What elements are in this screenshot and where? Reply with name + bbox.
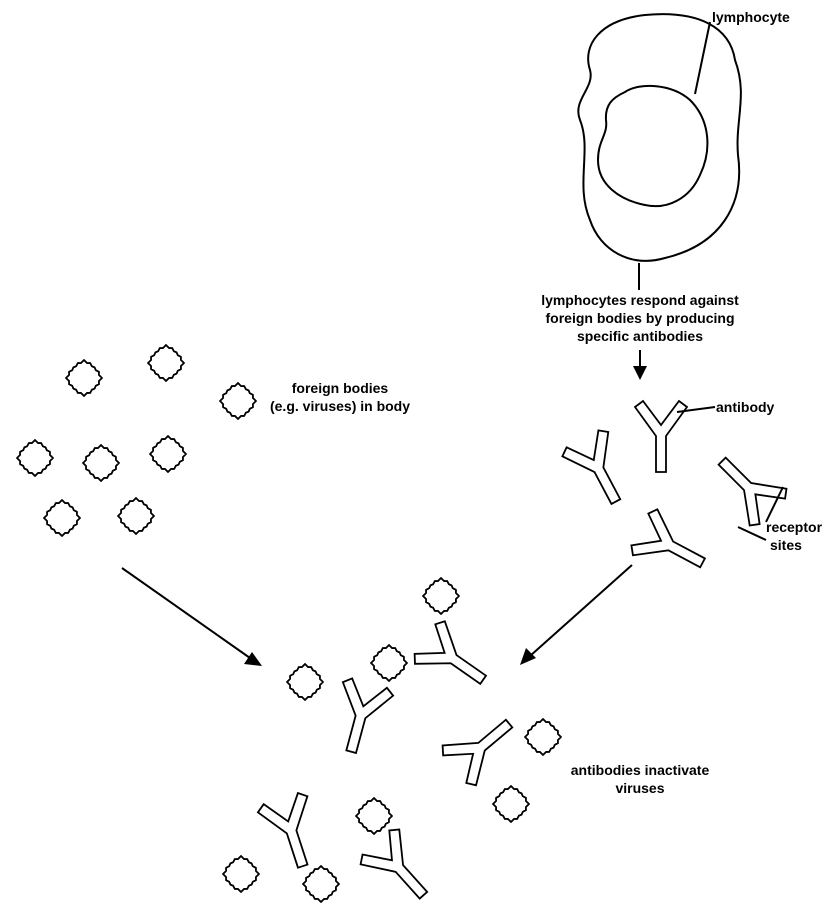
virus [149,435,187,473]
antibody-virus-complex [286,663,396,760]
antibody-virus-complex [222,789,340,903]
antibody [626,505,716,587]
receptor-pointer-line [765,486,784,523]
bound-virus [370,644,408,682]
bound-antibody [255,789,329,876]
antibody-label: antibody [716,399,775,415]
viruses-to-complex-arrow [121,567,262,666]
bound-antibody [409,616,499,702]
inactivate-label-line-1: antibodies inactivate [571,762,710,778]
virus [219,382,257,420]
lymphocyte-label: lymphocyte [712,9,790,25]
lymphocyte-pointer-line [694,21,711,95]
free-viruses-group [16,344,257,537]
bound-antibody [355,824,444,909]
response-line-2: foreign bodies by producing [546,310,735,326]
free-antibodies-group [558,400,792,587]
bound-virus [524,718,562,756]
response-line-3: specific antibodies [577,328,703,344]
virus [65,359,103,397]
lymphocyte-membrane [577,13,742,262]
antibodies-to-complex-arrow [520,564,633,665]
lymphocyte-nucleus [596,84,709,208]
bound-virus [355,797,393,835]
bound-virus [286,663,324,701]
production-arrow [633,350,647,380]
response-caption: lymphocytes respond against foreign bodi… [541,292,739,344]
receptor-label-line-2: sites [770,537,802,553]
virus [117,497,155,535]
bound-antibody [325,675,396,760]
antibody [558,425,640,515]
bound-virus [302,865,340,903]
bound-virus [492,785,530,823]
foreign-bodies-label-line-2: (e.g. viruses) in body [270,398,410,414]
virus [16,439,54,477]
inactivate-label-line-2: viruses [615,780,664,796]
antibody-virus-complex [355,797,444,909]
antibody [702,441,792,531]
antibody-virus-complex [437,702,562,823]
antibody-pointer-line [676,406,716,413]
receptor-label-line-1: receptor [766,519,823,535]
foreign-bodies-label-line-1: foreign bodies [292,380,389,396]
antibody-virus-complex [370,577,499,702]
bound-virus [422,577,460,615]
bound-virus [222,855,260,893]
receptor-pointer-line [737,526,767,541]
lymphocyte-cell [577,13,742,262]
response-line-1: lymphocytes respond against [541,292,739,308]
bound-antibody [437,702,527,791]
virus [147,344,185,382]
virus [43,499,81,537]
virus [82,444,120,482]
